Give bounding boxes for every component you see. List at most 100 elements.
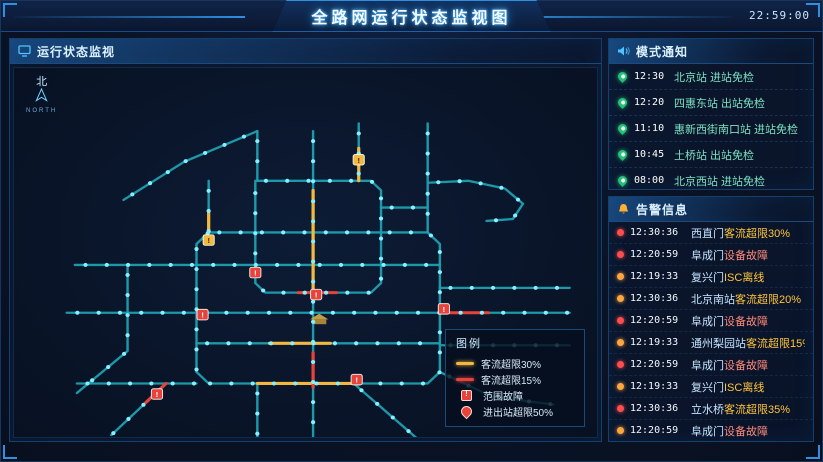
fault-badge-icon xyxy=(461,389,472,401)
main-content: 运行状态监视 北 NORTH !!!!!!!! 图例 客流超限30%客流超限15… xyxy=(1,32,822,450)
svg-text:!: ! xyxy=(254,269,257,278)
alarm-status-dot xyxy=(617,251,624,258)
alarm-station: 复兴门 xyxy=(691,271,724,284)
alarm-event: ISC离线 xyxy=(724,271,765,284)
fault-badge-icon: ! xyxy=(310,288,323,301)
svg-text:!: ! xyxy=(156,390,159,399)
notice-item[interactable]: 12:30 北京站 进站免检 xyxy=(609,64,813,90)
alarm-time: 12:20:59 xyxy=(630,249,679,260)
mode-notice-title: 模式通知 xyxy=(636,44,689,59)
alarm-station: 立水桥 xyxy=(691,403,724,416)
fault-badge-icon: ! xyxy=(437,303,450,315)
alarm-station: 阜成门 xyxy=(691,425,724,438)
legend-label: 范围故障 xyxy=(483,391,523,403)
alarm-status-dot xyxy=(617,229,624,236)
mode-notice-header: 模式通知 xyxy=(609,39,813,64)
alarm-bell-icon xyxy=(619,204,628,214)
alarm-message: 西直门客流超限30% xyxy=(691,225,790,241)
compass-north-text: NORTH xyxy=(26,107,58,114)
alarm-event: 设备故障 xyxy=(724,249,768,262)
legend-label: 客流超限30% xyxy=(481,359,542,371)
legend-item: 范围故障 xyxy=(456,387,574,403)
legend-title: 图例 xyxy=(456,338,482,350)
alarm-event: 设备故障 xyxy=(724,425,768,438)
legend-item: 客流超限15% xyxy=(456,371,574,387)
alarm-time: 12:20:59 xyxy=(630,425,679,436)
alarm-message: 通州梨园站客流超限15% xyxy=(691,335,805,351)
page-title: 全路网运行状态监视图 xyxy=(311,10,512,27)
alarm-time: 12:30:36 xyxy=(630,227,679,238)
alarm-station: 阜成门 xyxy=(691,249,724,262)
title-plate: 全路网运行状态监视图 xyxy=(272,0,550,32)
notice-text: 北京西站 进站免检 xyxy=(674,175,766,188)
location-pin-icon xyxy=(616,70,629,83)
svg-text:!: ! xyxy=(355,376,358,385)
alarm-item[interactable]: 12:19:33 复兴门ISC离线 xyxy=(609,266,813,288)
frame-corner xyxy=(806,3,820,17)
landmark-icon xyxy=(310,313,329,325)
header: 全路网运行状态监视图 22:59:00 xyxy=(1,1,822,32)
alarm-station: 北京南站 xyxy=(691,293,735,306)
alarm-item[interactable]: 12:20:59 阜成门设备故障 xyxy=(609,310,813,332)
frame-corner xyxy=(3,3,17,17)
legend-line-swatch xyxy=(456,377,474,381)
alarm-message: 阜成门设备故障 xyxy=(691,247,768,263)
location-pin-icon xyxy=(616,122,629,135)
alarm-status-dot xyxy=(617,273,624,280)
notice-text: 惠新西街南口站 进站免检 xyxy=(674,123,799,136)
svg-text:!: ! xyxy=(207,236,210,245)
notice-time: 12:30 xyxy=(634,71,665,82)
alarm-event: 客流超限35% xyxy=(724,403,791,416)
legend-item: 客流超限30% xyxy=(456,355,574,371)
alarm-station: 阜成门 xyxy=(691,315,724,328)
alarm-item[interactable]: 12:20:59 阜成门设备故障 xyxy=(609,244,813,266)
metro-map[interactable]: !!!!!!!! xyxy=(14,68,597,437)
alarm-status-dot xyxy=(617,339,624,346)
fault-badge-icon: ! xyxy=(150,388,164,400)
warning-badge-icon: ! xyxy=(202,234,215,246)
alarm-event: ISC离线 xyxy=(724,381,765,394)
station-pin-icon xyxy=(458,403,475,419)
monitor-icon xyxy=(18,45,31,57)
alarm-time: 12:19:33 xyxy=(630,271,679,282)
notice-text: 北京站 进站免检 xyxy=(674,71,755,84)
alarm-status-dot xyxy=(617,427,624,434)
clock: 22:59:00 xyxy=(749,9,810,22)
notice-text: 土桥站 出站免检 xyxy=(674,149,755,162)
map-area: 北 NORTH !!!!!!!! 图例 客流超限30%客流超限15%范围故障进出… xyxy=(13,67,598,438)
header-deco-line xyxy=(502,16,732,18)
alarm-event: 设备故障 xyxy=(724,315,768,328)
alarm-item[interactable]: 12:20:59 阜成门设备故障 xyxy=(609,420,813,441)
map-panel-header: 运行状态监视 xyxy=(10,39,601,64)
alarm-header: 告警信息 xyxy=(609,197,813,222)
alarm-event: 客流超限20% xyxy=(735,293,802,306)
alarm-status-dot xyxy=(617,361,624,368)
legend-item: 进出站超限50% xyxy=(456,403,574,419)
legend-label: 客流超限15% xyxy=(481,375,542,387)
alarm-message: 复兴门ISC离线 xyxy=(691,379,764,395)
location-pin-icon xyxy=(616,96,629,109)
alarm-item[interactable]: 12:30:36 西直门客流超限30% xyxy=(609,222,813,244)
svg-text:!: ! xyxy=(443,305,446,314)
alarm-title: 告警信息 xyxy=(636,202,689,217)
alarm-time: 12:20:59 xyxy=(630,315,679,326)
alarm-station: 阜成门 xyxy=(691,359,724,372)
compass-arrow-icon xyxy=(35,87,48,102)
map-panel: 运行状态监视 北 NORTH !!!!!!!! 图例 客流超限30%客流超限15… xyxy=(9,38,602,442)
